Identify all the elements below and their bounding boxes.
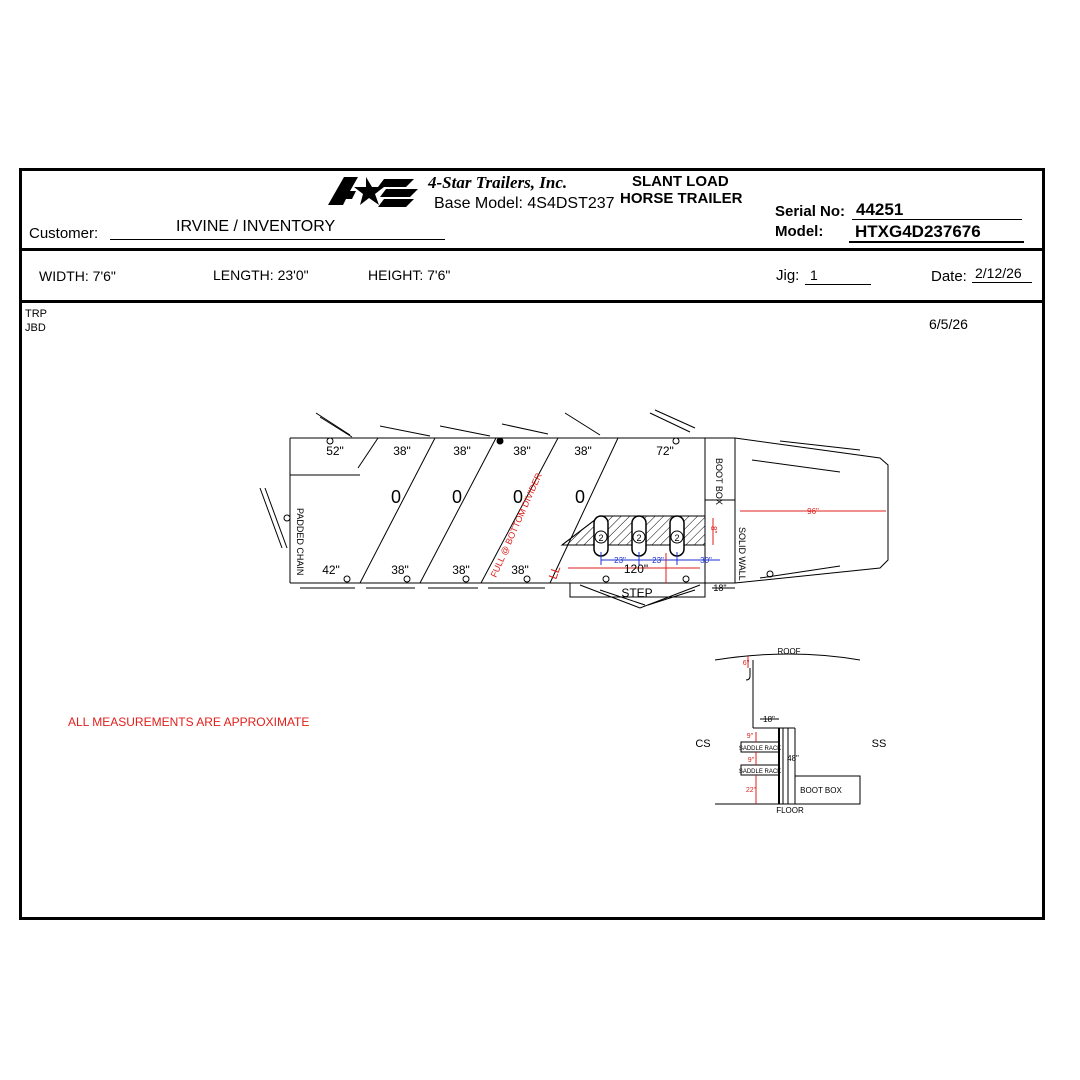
disclaimer: ALL MEASUREMENTS ARE APPROXIMATE	[68, 715, 310, 729]
top-dim-4: 38"	[513, 444, 531, 458]
length-value: 23'0"	[277, 267, 309, 283]
length-label: LENGTH:	[213, 267, 274, 283]
section-dim-48: 48"	[787, 754, 799, 763]
door-swing-2	[264, 487, 288, 549]
bottom-dim-3: 38"	[452, 563, 470, 577]
date-label: Date:	[931, 268, 967, 285]
initials-2: JBD	[25, 322, 46, 334]
cs-label: CS	[695, 738, 710, 750]
company-name: 4-Star Trailers, Inc.	[428, 173, 568, 192]
saddle-rack-label-2: SADDLE RACK	[739, 769, 781, 775]
floor-label: FLOOR	[776, 806, 804, 815]
solid-wall-label: SOLID WALL	[737, 527, 747, 581]
length-spec: LENGTH: 23'0"	[213, 267, 309, 283]
initials-1: TRP	[25, 308, 47, 320]
dim-small: 8"	[709, 526, 718, 533]
section-boot-box-label: BOOT BOX	[800, 786, 842, 795]
slant-divider-3	[480, 437, 559, 584]
section-dim-9a: 9"	[747, 733, 754, 740]
bottom-dim-2: 38"	[391, 563, 409, 577]
width-value: 7'6"	[92, 268, 116, 284]
jig-underline	[805, 284, 871, 285]
stall-mark-2: 0	[452, 487, 462, 507]
title-line1: SLANT LOAD	[632, 173, 729, 190]
top-dim-1: 52"	[326, 444, 344, 458]
drawing-sheet	[19, 168, 1045, 920]
secondary-date: 6/5/26	[929, 316, 968, 332]
dim-96: 96"	[807, 507, 819, 516]
date-value: 2/12/26	[975, 265, 1022, 281]
roof-line	[714, 653, 861, 661]
dim-30: 30"	[700, 556, 712, 565]
model-label: Model:	[775, 223, 824, 240]
saddle-rack-lower	[740, 764, 780, 776]
section-dim-6: 6"	[743, 660, 750, 667]
stall-top-divider-1	[357, 437, 379, 469]
dim-23b: 23"	[652, 556, 664, 565]
bottom-dim-4: 38"	[511, 563, 529, 577]
title-line2: HORSE TRAILER	[620, 190, 743, 207]
dim-120: 120"	[624, 562, 648, 576]
width-label: WIDTH:	[39, 268, 89, 284]
section-dim-22: 22"	[746, 787, 757, 794]
saddle-rack-upper	[740, 741, 780, 753]
section-dim-9b: 9"	[748, 757, 755, 764]
width-spec: WIDTH: 7'6"	[39, 268, 116, 284]
company-logo	[328, 177, 418, 207]
ss-label: SS	[872, 738, 887, 750]
jig-value: 1	[810, 267, 818, 283]
top-dim-5: 38"	[574, 444, 592, 458]
saddle-num-2: 2	[636, 533, 641, 543]
dim-18: 18"	[713, 583, 726, 593]
model-value: HTXG4D237676	[855, 222, 981, 241]
header-divider	[19, 248, 1045, 251]
door-swing-1	[259, 487, 283, 549]
padded-chain-label: PADDED CHAIN	[295, 508, 305, 575]
height-label: HEIGHT:	[368, 267, 424, 283]
serial-underline	[852, 219, 1022, 220]
stall-mark-4: 0	[575, 487, 585, 507]
model-underline	[849, 241, 1024, 243]
specs-divider	[19, 300, 1045, 303]
step-door-swing	[579, 584, 701, 609]
date-underline	[972, 282, 1032, 283]
customer-value: IRVINE / INVENTORY	[176, 218, 336, 235]
base-model-label: Base Model:	[434, 195, 523, 212]
height-value: 7'6"	[427, 267, 451, 283]
bottom-dim-1: 42"	[322, 563, 340, 577]
dim-23a: 23"	[614, 556, 626, 565]
top-dim-3: 38"	[453, 444, 471, 458]
top-dim-6: 72"	[656, 444, 674, 458]
step-box	[569, 582, 706, 598]
saddle-num-1: 2	[598, 533, 603, 543]
slant-divider-4	[549, 437, 619, 584]
saddle-rack-label-1: SADDLE RACK	[739, 746, 781, 752]
serial-value: 44251	[856, 200, 904, 219]
slant-divider-1	[359, 437, 436, 584]
serial-label: Serial No:	[775, 203, 846, 220]
roof-label: ROOF	[777, 647, 800, 656]
trailer-nose	[734, 437, 889, 584]
boot-box-label: BOOT BOX	[714, 458, 724, 505]
ll-mark: LL	[546, 563, 564, 581]
stall-mark-3: 0	[513, 487, 523, 507]
jig-label: Jig:	[776, 267, 800, 284]
step-label: STEP	[621, 586, 652, 600]
section-dim-18: 18"	[763, 715, 775, 724]
base-model: Base Model: 4S4DST237	[434, 195, 615, 213]
customer-underline	[110, 239, 445, 240]
hook-icon	[745, 668, 751, 681]
base-model-value: 4S4DST237	[527, 195, 615, 212]
slant-divider-2	[419, 437, 497, 584]
customer-label: Customer:	[29, 225, 99, 242]
stall-mark-1: 0	[391, 487, 401, 507]
top-dim-2: 38"	[393, 444, 411, 458]
height-spec: HEIGHT: 7'6"	[368, 267, 450, 283]
boot-box-rect	[794, 775, 861, 805]
saddle-num-3: 2	[674, 533, 679, 543]
